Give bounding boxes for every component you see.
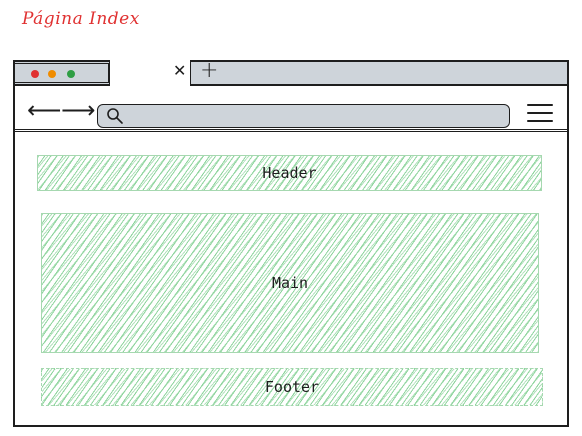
plus-icon[interactable]: + — [200, 58, 219, 83]
main-section: Main — [41, 213, 539, 353]
arrow-right-icon[interactable]: ⟶ — [61, 96, 96, 124]
maximize-window-dot[interactable] — [67, 70, 75, 78]
arrow-left-icon[interactable]: ⟵ — [27, 96, 62, 124]
main-label: Main — [271, 274, 309, 292]
hamburger-menu-icon[interactable] — [527, 104, 553, 128]
footer-label: Footer — [264, 378, 320, 396]
close-window-dot[interactable] — [31, 70, 39, 78]
search-icon — [107, 108, 123, 124]
header-section: Header — [37, 155, 542, 191]
address-bar[interactable] — [97, 104, 510, 128]
tab-bar: ✕ + — [15, 58, 567, 86]
header-label: Header — [262, 164, 317, 182]
footer-section: Footer — [41, 368, 543, 406]
navigation-bar: ⟵ ⟶ — [15, 86, 567, 132]
close-icon[interactable]: ✕ — [173, 61, 187, 80]
page-title: Página Index — [22, 9, 140, 29]
window-controls — [15, 63, 109, 83]
minimize-window-dot[interactable] — [48, 70, 56, 78]
active-tab[interactable]: ✕ — [109, 60, 191, 86]
